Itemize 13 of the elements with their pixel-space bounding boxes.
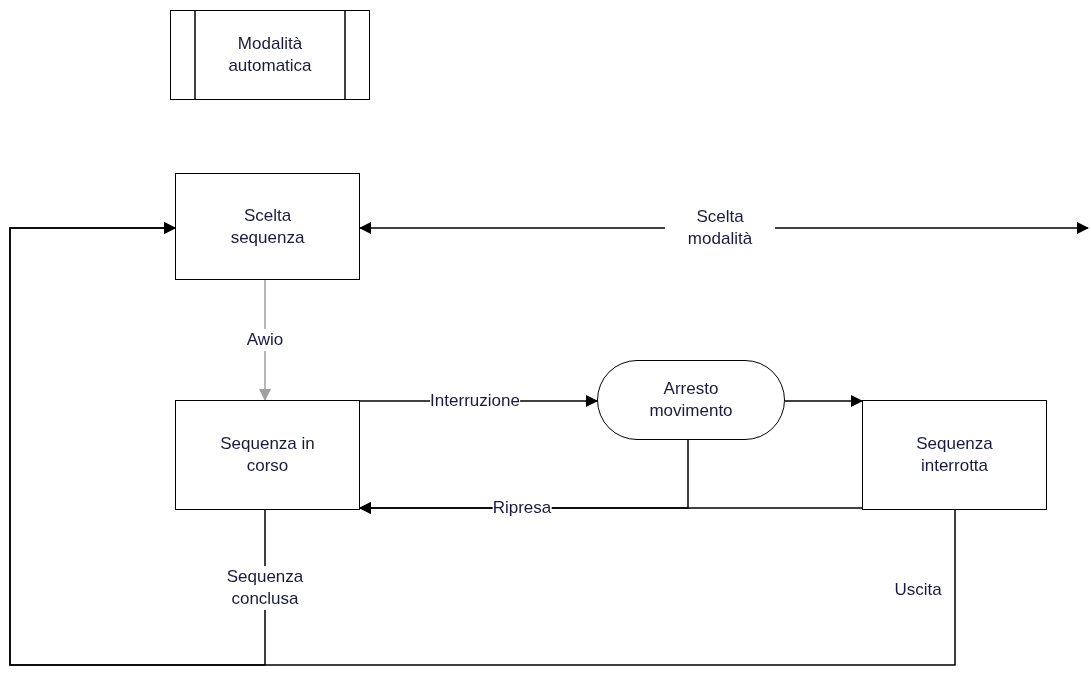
arrow bbox=[784, 395, 863, 407]
node-label: Modalità automatica bbox=[227, 33, 313, 77]
node-label: Sequenza interrotta bbox=[915, 433, 994, 477]
edge-label: Awio bbox=[246, 329, 284, 351]
process-box bbox=[175, 173, 360, 280]
arrow bbox=[359, 502, 863, 514]
process-box bbox=[862, 400, 1047, 510]
arrow bbox=[9, 222, 956, 666]
node-label: Sequenza in corso bbox=[219, 433, 316, 477]
node-label: Scelta sequenza bbox=[229, 204, 306, 249]
subprocess-box bbox=[170, 10, 370, 100]
node-label: Arresto movimento bbox=[648, 378, 734, 422]
process-box bbox=[175, 400, 360, 510]
